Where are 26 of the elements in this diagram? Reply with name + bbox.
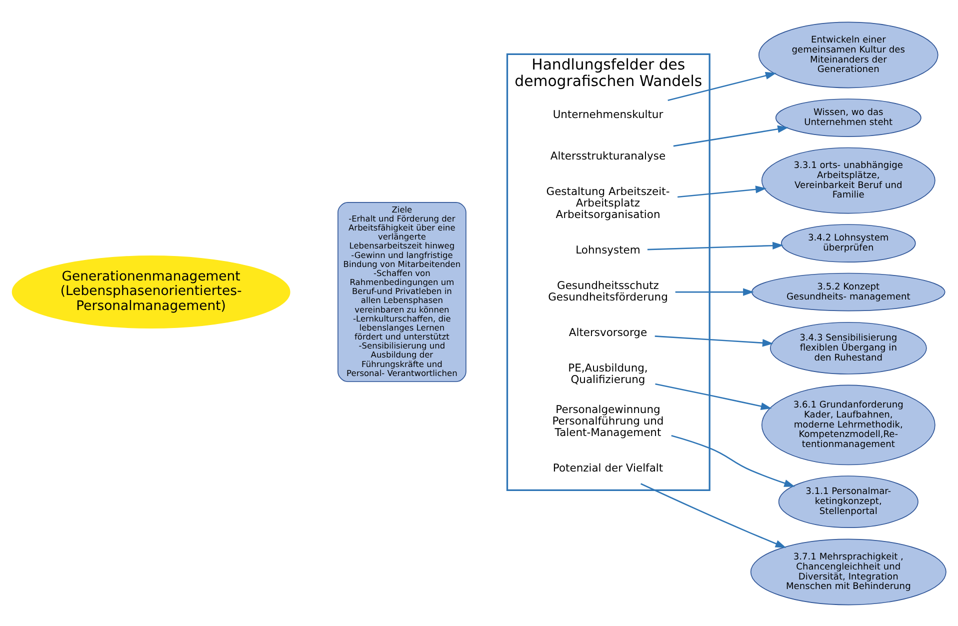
arrow — [671, 434, 796, 486]
node-ellipse: 3.1.1 Personalmar- ketingkonzept, Stellenportal — [778, 475, 918, 528]
arrow — [668, 71, 776, 101]
arrow — [678, 185, 766, 198]
node-ellipse: 3.5.2 Konzept Gesundheits- management — [751, 272, 946, 311]
node-ellipse: Generationenmanagement (Lebensphasenorientiertes- Personalmanagement) — [12, 255, 290, 328]
node-text: Gestaltung Arbeitszeit- Arbeitsplatz Arbeitsorganisation — [546, 184, 670, 221]
node-text: PE,Ausbildung, Qualifizierung — [568, 361, 648, 386]
node-text: Altersstrukturanalyse — [550, 148, 666, 162]
arrow — [655, 382, 772, 410]
node-text: Lohnsystem — [576, 243, 640, 256]
node-text: Potenzial der Vielfalt — [552, 461, 664, 474]
node-ellipse: 3.4.3 Sensibilisierung flexiblen Übergang in den Ruhestand — [770, 321, 927, 374]
node-text: Altersvorsorge — [568, 326, 648, 339]
node-ellipse: 3.4.2 Lohnsystem überprüfen — [780, 224, 916, 262]
arrow — [647, 241, 784, 250]
node-text: Personalgewinnung Personalführung und Talent-Management — [552, 402, 664, 439]
arrow — [654, 335, 774, 346]
node-text: Gesundheitsschutz Gesundheitsförderung — [548, 278, 668, 304]
arrow — [675, 288, 754, 296]
node-text: Unternehmenskultur — [552, 108, 664, 121]
node-ellipse: Entwickeln einer gemeinsamen Kultur des Miteinanders der Generationen — [758, 21, 938, 88]
node-box: Ziele -Erhalt und Förderung der Arbeitsfähigkeit über eine verlängerte Lebensarbeitszeit hinweg -Gewinn und langfristige Bindung von Mitarbeitenden -Schaffen von Rahmenbedingungen um Beruf-und Privatleben in allen Lebensphasen vereinbaren zu können -Lernkulturschaffen, die lebenslanges Lernen fördert und unterstützt -Sensibilisierung und Ausbildung der Führungskräfte und Personal- Verantwortlichen — [338, 202, 466, 382]
arrow — [640, 482, 786, 548]
node-ellipse: 3.3.1 orts- unabhängige Arbeitsplätze, Vereinbarkeit Beruf und Familie — [761, 146, 936, 214]
arrow — [673, 124, 789, 146]
